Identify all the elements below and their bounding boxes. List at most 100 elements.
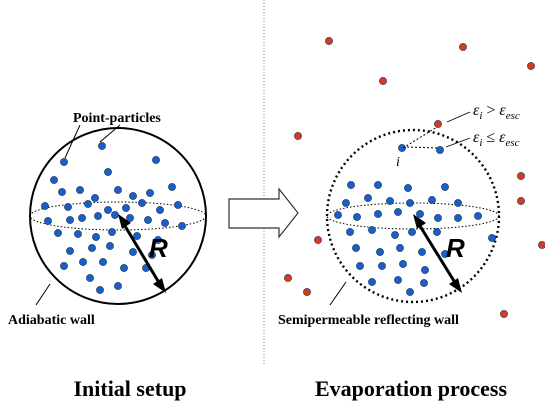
particle bbox=[408, 228, 416, 236]
particle bbox=[394, 208, 402, 216]
particle bbox=[88, 244, 96, 252]
particle bbox=[376, 248, 384, 256]
initial-setup-caption: Initial setup bbox=[73, 376, 186, 401]
escape-condition-pointer bbox=[446, 111, 471, 123]
particle bbox=[368, 278, 376, 286]
semipermeable-wall-pointer bbox=[329, 281, 347, 306]
left-equator bbox=[29, 201, 207, 231]
particle bbox=[399, 260, 407, 268]
particle bbox=[152, 156, 160, 164]
particle bbox=[98, 142, 106, 150]
particle bbox=[441, 183, 449, 191]
right-radius-arrow bbox=[418, 225, 456, 282]
particle bbox=[138, 199, 146, 207]
escaped-particles bbox=[284, 37, 545, 318]
point-particles-pointer-1 bbox=[64, 124, 81, 159]
escaped-particle bbox=[303, 288, 311, 296]
left-particles bbox=[41, 142, 186, 294]
particle bbox=[454, 199, 462, 207]
particle bbox=[374, 181, 382, 189]
particle bbox=[133, 232, 141, 240]
particle bbox=[398, 144, 406, 152]
left-radius-symbol: R bbox=[149, 233, 168, 263]
particle bbox=[364, 194, 372, 202]
particle bbox=[44, 217, 52, 225]
right-inner-particles bbox=[334, 144, 496, 296]
particle bbox=[122, 204, 130, 212]
particle bbox=[79, 258, 87, 266]
particle bbox=[334, 211, 342, 219]
particle bbox=[178, 222, 186, 230]
particle bbox=[60, 262, 68, 270]
particle bbox=[96, 286, 104, 294]
particle bbox=[433, 228, 441, 236]
particle bbox=[148, 251, 156, 259]
particle bbox=[104, 206, 112, 214]
particle bbox=[50, 176, 58, 184]
semipermeable-wall-label: Semipermeable reflecting wall bbox=[278, 313, 459, 328]
escaped-particle bbox=[284, 274, 292, 282]
particle bbox=[74, 230, 82, 238]
escaped-particle bbox=[517, 172, 525, 180]
particle bbox=[368, 226, 376, 234]
particle bbox=[488, 234, 496, 242]
particle bbox=[104, 168, 112, 176]
escaped-particle bbox=[500, 310, 508, 318]
particle bbox=[342, 199, 350, 207]
particle bbox=[64, 203, 72, 211]
particle bbox=[346, 228, 354, 236]
particle bbox=[92, 233, 100, 241]
particle bbox=[78, 214, 86, 222]
particle bbox=[404, 184, 412, 192]
particle bbox=[416, 210, 424, 218]
particle bbox=[418, 248, 426, 256]
particle bbox=[436, 146, 444, 154]
evaporation-caption: Evaporation process bbox=[315, 376, 508, 401]
particle bbox=[474, 212, 482, 220]
adiabatic-wall-pointer bbox=[35, 283, 51, 306]
reflect-condition-pointer bbox=[445, 137, 471, 148]
escaped-particle bbox=[294, 132, 302, 140]
particle bbox=[91, 194, 99, 202]
reflect-condition: εi ≤ εesc bbox=[473, 129, 520, 149]
escaped-particle bbox=[538, 241, 545, 249]
escaped-particle bbox=[434, 120, 442, 128]
particle bbox=[94, 212, 102, 220]
particle bbox=[111, 211, 119, 219]
particle bbox=[66, 247, 74, 255]
particle bbox=[154, 236, 162, 244]
particle bbox=[156, 206, 164, 214]
right-radius-arrowhead-inner bbox=[413, 214, 426, 229]
particle bbox=[428, 196, 436, 204]
escaped-particle bbox=[325, 37, 333, 45]
particle bbox=[391, 231, 399, 239]
left-radius-arrowhead-outer bbox=[153, 278, 166, 293]
escaped-particle bbox=[314, 236, 322, 244]
semipermeable-sphere bbox=[325, 128, 501, 304]
right-radius-arrowhead-outer bbox=[449, 278, 462, 293]
particle bbox=[76, 186, 84, 194]
particle bbox=[352, 244, 360, 252]
particle bbox=[396, 244, 404, 252]
particle bbox=[454, 214, 462, 222]
particle bbox=[374, 210, 382, 218]
particle bbox=[353, 213, 361, 221]
particle bbox=[108, 228, 116, 236]
particle bbox=[126, 214, 134, 222]
particle bbox=[144, 216, 152, 224]
particle-index-label: i bbox=[396, 155, 400, 170]
particle bbox=[114, 186, 122, 194]
particle bbox=[347, 181, 355, 189]
escape-condition: εi > εesc bbox=[473, 102, 520, 122]
process-arrow bbox=[228, 187, 299, 239]
particle bbox=[168, 183, 176, 191]
particle bbox=[66, 216, 74, 224]
right-radius-symbol: R bbox=[446, 233, 465, 263]
particle bbox=[146, 189, 154, 197]
escape-path bbox=[402, 126, 438, 149]
particle bbox=[60, 158, 68, 166]
particle bbox=[54, 229, 62, 237]
particle bbox=[86, 274, 94, 282]
right-panel: i εi > εesc εi ≤ εesc R Semipermeable re… bbox=[278, 37, 545, 401]
